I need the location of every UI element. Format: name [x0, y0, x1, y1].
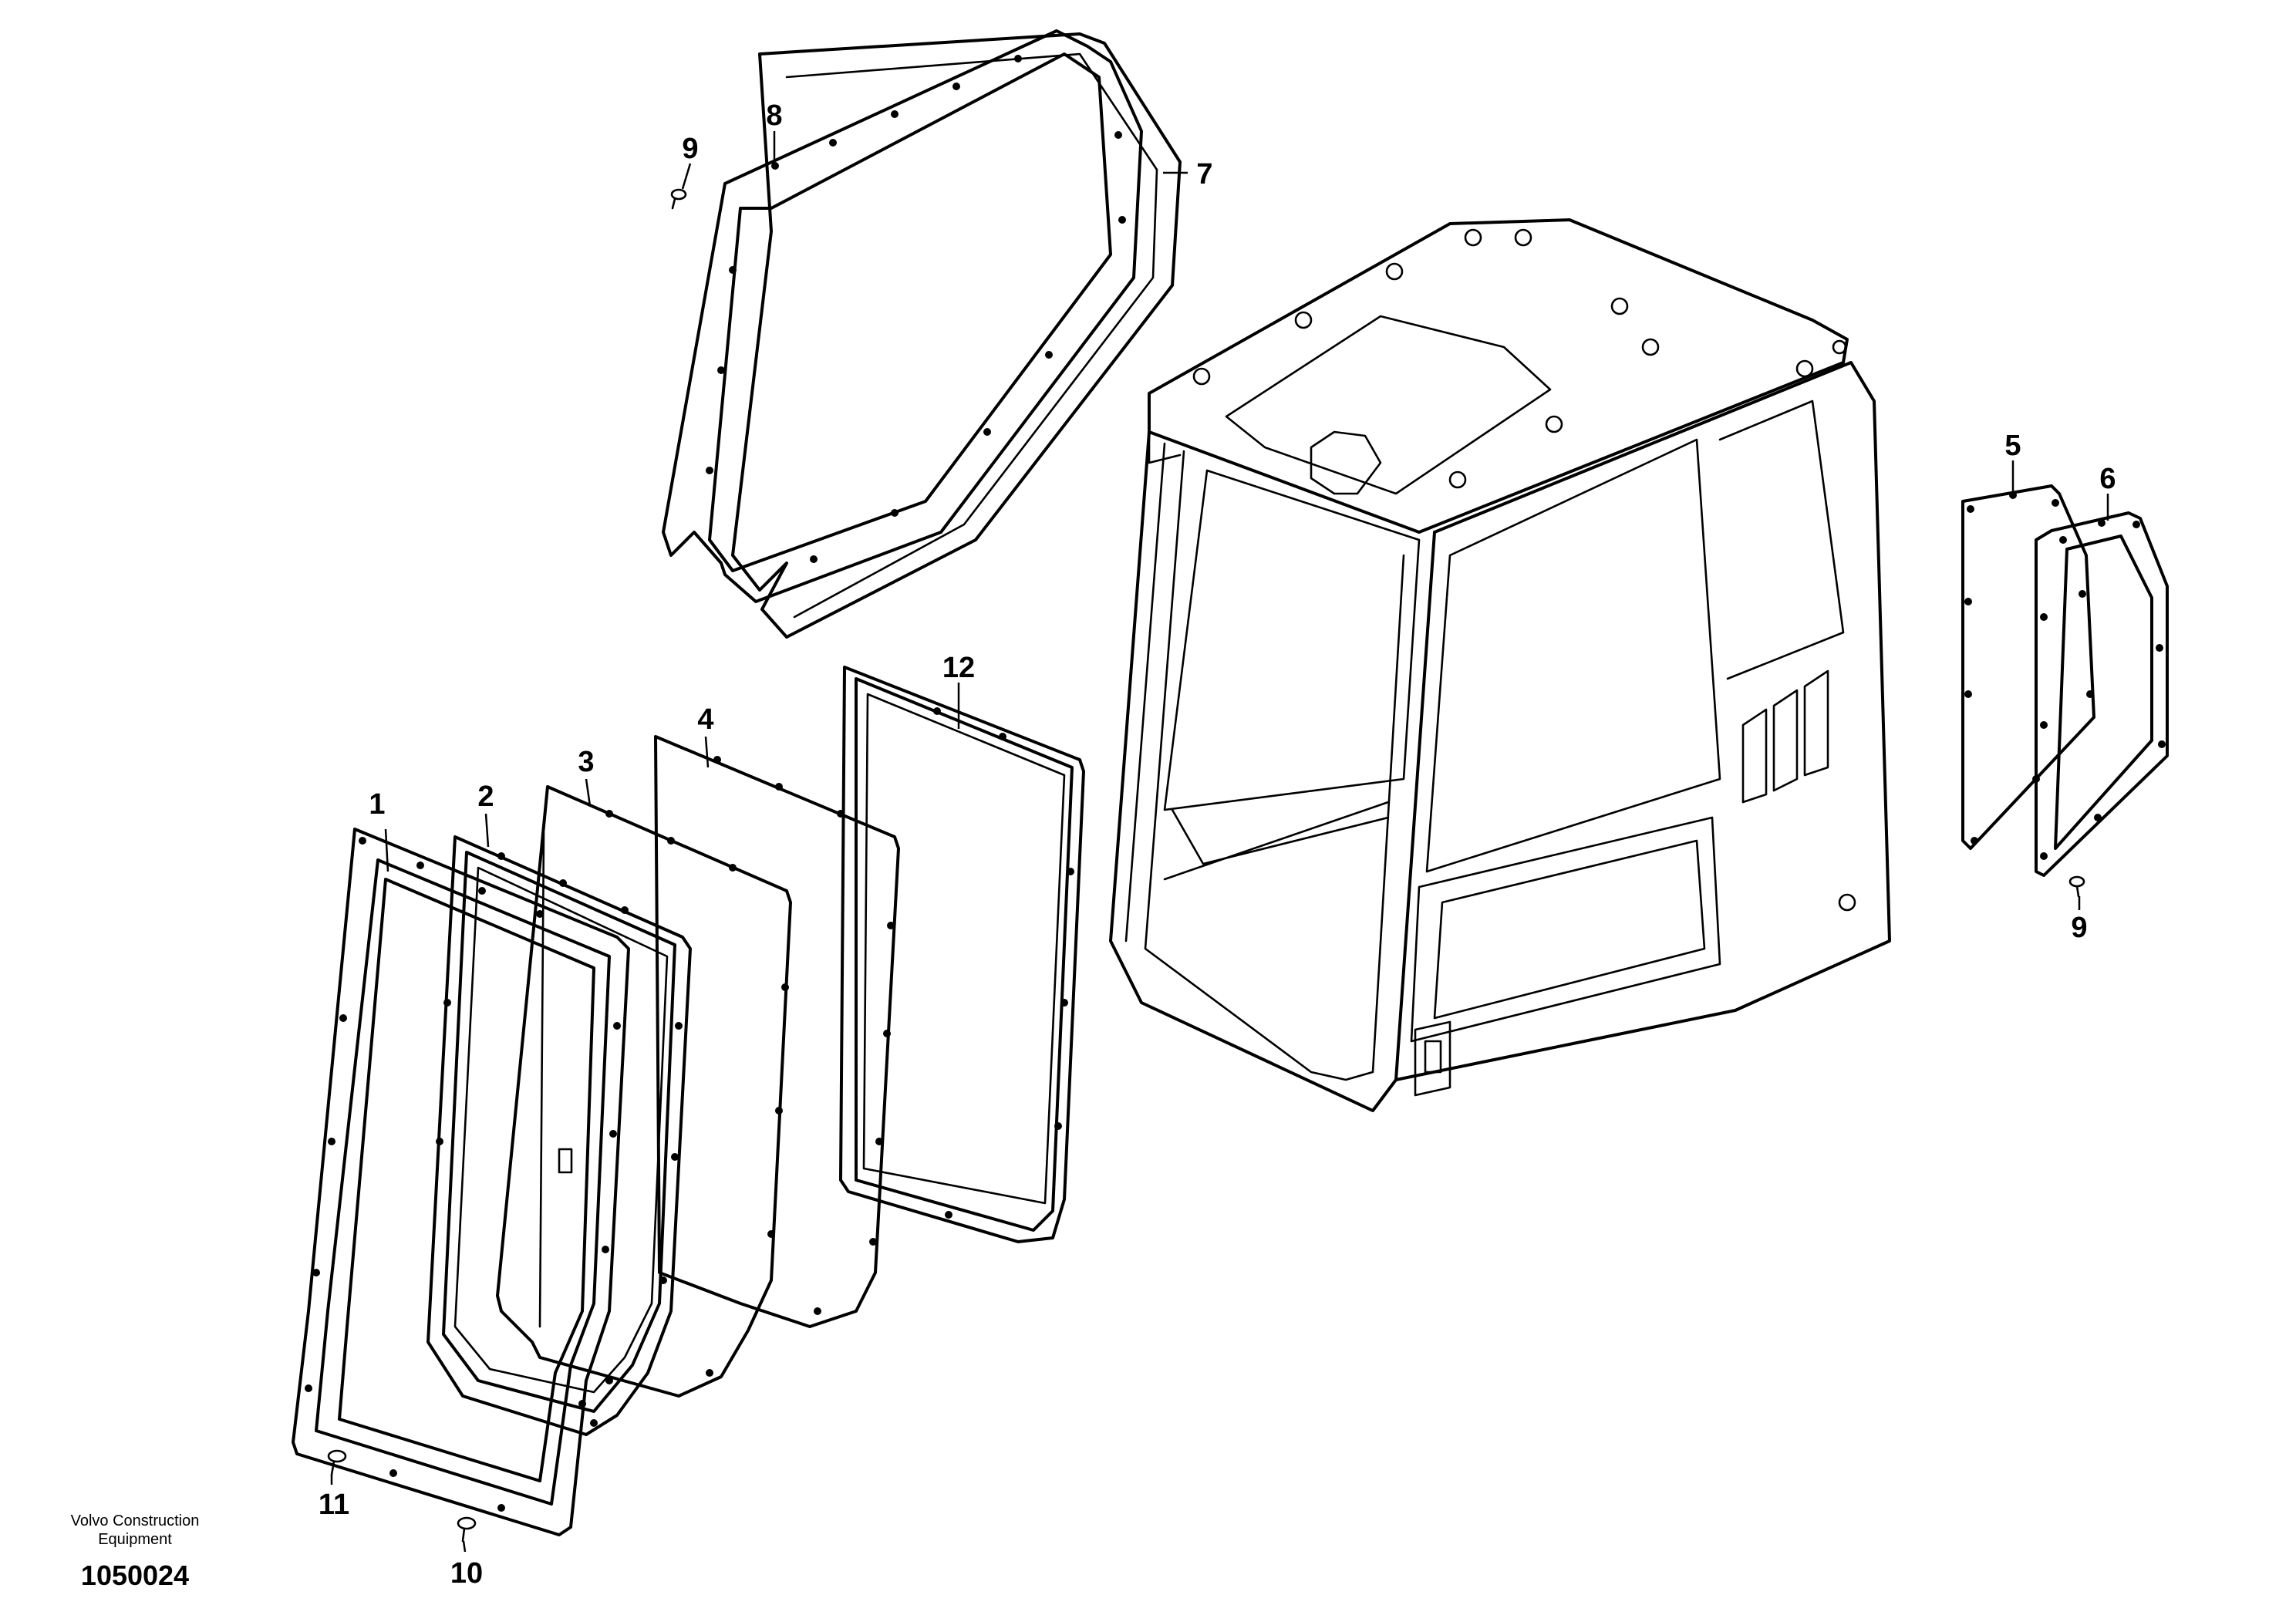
callout-5: 5 [2004, 430, 2021, 462]
callout-9-top: 9 [682, 133, 698, 165]
lower-front-panel-4 [654, 735, 900, 1328]
callout-3: 3 [578, 746, 594, 778]
screw-10 [457, 1516, 477, 1543]
callout-9-right: 9 [2071, 912, 2087, 944]
callout-8: 8 [766, 99, 782, 132]
callout-2: 2 [477, 781, 494, 813]
lower-front-seal-2 [426, 835, 692, 1436]
callout-4: 4 [697, 703, 713, 736]
screw-9-right [2068, 875, 2085, 898]
screw-9-top [670, 188, 687, 210]
front-upper-glass-panel-8 [662, 29, 1143, 603]
rear-side-glass-5 [1961, 484, 2095, 850]
lower-front-glass-12 [839, 666, 1085, 1243]
lower-front-frame-1 [292, 828, 630, 1536]
callout-7: 7 [1196, 158, 1212, 191]
brand-label: Volvo Construction Equipment [46, 1512, 224, 1549]
callout-10: 10 [450, 1557, 483, 1590]
callout-1: 1 [369, 788, 385, 821]
front-upper-glass-seal-7 [731, 32, 1182, 639]
brand-line-2: Equipment [98, 1531, 172, 1548]
lower-front-panel-3 [496, 785, 792, 1398]
rear-side-seal-6 [2035, 511, 2169, 877]
screw-11 [327, 1449, 347, 1476]
callout-12: 12 [942, 652, 975, 684]
leader-lines [330, 131, 2109, 1553]
callout-6: 6 [2099, 463, 2116, 495]
brand-line-1: Volvo Construction [70, 1512, 200, 1529]
figure-footer: Volvo Construction Equipment 1050024 [46, 1512, 224, 1592]
figure-id: 1050024 [80, 1560, 190, 1591]
operator-cab [1109, 218, 1891, 1112]
callout-11: 11 [319, 1489, 349, 1521]
